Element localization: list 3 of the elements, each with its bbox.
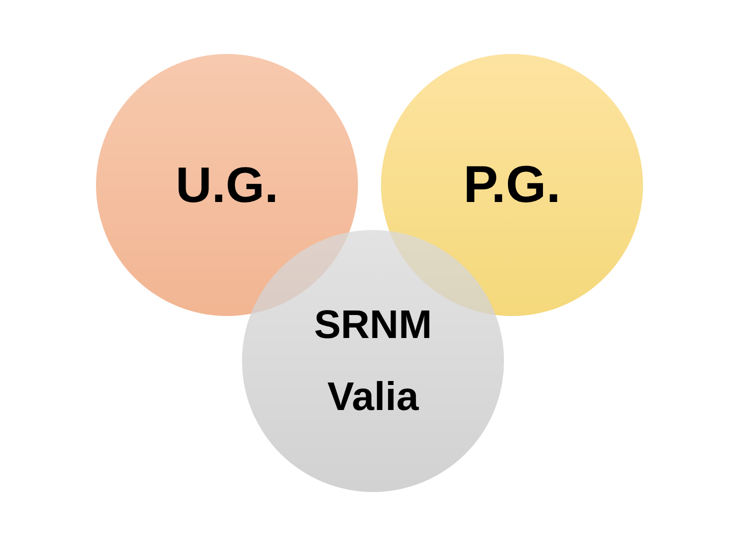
circle-label: P.G. xyxy=(462,155,562,216)
circle-label: SRNM Valia xyxy=(313,302,433,421)
circle-label: U.G. xyxy=(174,156,280,214)
